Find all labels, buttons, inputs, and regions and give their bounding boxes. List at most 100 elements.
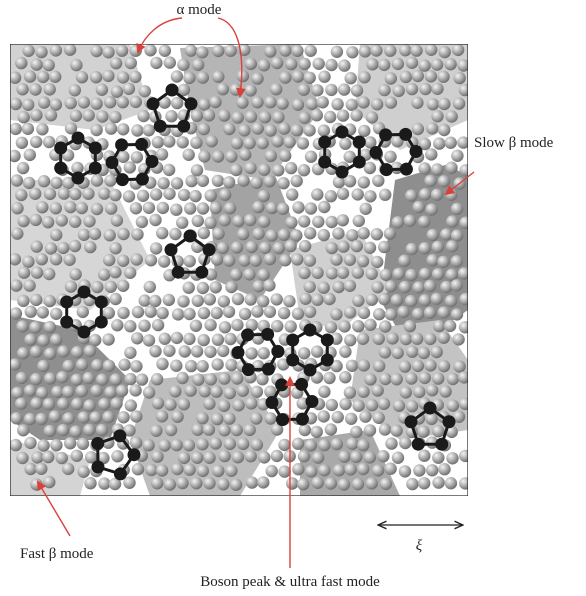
- glass-bead: [224, 332, 237, 346]
- glass-bead: [231, 451, 245, 464]
- glass-bead: [91, 280, 104, 294]
- glass-bead: [446, 372, 460, 386]
- glass-bead: [170, 438, 183, 452]
- glass-bead: [156, 357, 169, 371]
- glass-bead: [250, 176, 263, 189]
- glass-bead: [305, 97, 319, 111]
- glass-bead: [458, 83, 468, 97]
- glass-bead: [330, 45, 344, 58]
- glass-bead: [123, 161, 136, 174]
- glass-bead: [377, 450, 390, 463]
- glass-bead: [184, 44, 198, 57]
- glass-bead: [176, 476, 189, 490]
- glass-bead: [378, 292, 391, 306]
- glass-bead: [303, 254, 317, 267]
- glass-bead: [399, 44, 412, 57]
- glass-bead: [425, 44, 438, 56]
- glass-bead: [417, 425, 430, 438]
- glass-bead: [198, 385, 212, 398]
- glass-bead: [91, 359, 104, 372]
- glass-bead: [391, 216, 404, 229]
- glass-bead: [238, 254, 251, 267]
- glass-bead: [163, 478, 177, 491]
- glass-bead: [35, 462, 48, 475]
- glass-bead: [257, 268, 270, 281]
- glass-bead: [190, 109, 204, 122]
- glass-bead: [426, 384, 439, 397]
- glass-bead: [211, 150, 225, 163]
- glass-bead: [170, 70, 184, 83]
- glass-bead: [359, 410, 372, 423]
- glass-bead: [85, 451, 98, 464]
- glass-bead: [83, 344, 97, 358]
- glass-bead: [392, 399, 406, 412]
- glass-bead: [117, 150, 130, 163]
- glass-bead: [404, 294, 418, 308]
- glass-bead: [371, 255, 384, 269]
- glass-bead: [310, 425, 323, 439]
- glass-bead: [158, 96, 171, 109]
- glass-bead: [189, 189, 202, 203]
- glass-bead: [211, 412, 224, 426]
- glass-bead: [390, 424, 403, 437]
- glass-bead: [364, 190, 377, 203]
- glass-bead: [31, 451, 44, 464]
- glass-bead: [203, 293, 216, 306]
- glass-bead: [324, 110, 337, 124]
- glass-bead: [202, 423, 216, 436]
- glass-bead: [138, 319, 151, 332]
- glass-bead: [425, 412, 438, 426]
- glass-bead: [372, 174, 385, 187]
- glass-bead: [398, 465, 412, 478]
- glass-bead: [430, 292, 443, 305]
- glass-bead: [344, 72, 357, 85]
- glass-bead: [311, 266, 324, 279]
- glass-bead: [356, 332, 370, 345]
- glass-bead: [50, 439, 63, 452]
- glass-bead: [122, 82, 136, 96]
- glass-bead: [346, 46, 359, 59]
- glass-bead: [90, 174, 104, 187]
- glass-bead: [50, 176, 63, 189]
- glass-bead: [372, 411, 385, 424]
- glass-bead: [270, 56, 284, 70]
- glass-bead: [231, 111, 244, 124]
- glass-bead: [69, 425, 83, 438]
- glass-bead: [191, 423, 204, 436]
- glass-bead: [384, 308, 398, 321]
- glass-bead: [190, 477, 203, 490]
- glass-bead: [138, 85, 151, 98]
- glass-bead: [171, 410, 184, 423]
- glass-bead: [323, 371, 336, 385]
- glass-particles: [10, 44, 468, 491]
- glass-bead: [42, 58, 55, 72]
- glass-bead: [198, 150, 211, 163]
- glass-bead: [350, 84, 364, 97]
- glass-bead: [82, 371, 95, 385]
- glass-bead: [418, 59, 431, 72]
- glass-bead: [244, 161, 257, 175]
- glass-bead: [184, 384, 197, 397]
- glass-bead: [444, 294, 458, 308]
- glass-bead: [432, 451, 445, 464]
- glass-bead: [10, 97, 22, 111]
- glass-bead: [378, 346, 392, 359]
- glass-bead: [135, 215, 149, 229]
- glass-bead: [338, 59, 351, 72]
- glass-bead: [291, 253, 304, 266]
- glass-bead: [258, 111, 272, 124]
- glass-bead: [459, 164, 468, 177]
- glass-bead: [452, 97, 466, 110]
- glass-bead: [418, 215, 431, 228]
- glass-bead: [29, 372, 43, 386]
- glass-bead: [10, 358, 22, 371]
- glass-bead: [124, 56, 137, 70]
- glass-bead: [156, 201, 170, 215]
- glass-bead: [345, 359, 359, 372]
- glass-bead: [223, 386, 236, 400]
- glass-bead: [331, 98, 344, 111]
- glass-bead: [446, 452, 459, 465]
- glass-bead: [325, 267, 339, 280]
- glass-bead: [286, 477, 299, 490]
- glass-bead: [111, 450, 124, 463]
